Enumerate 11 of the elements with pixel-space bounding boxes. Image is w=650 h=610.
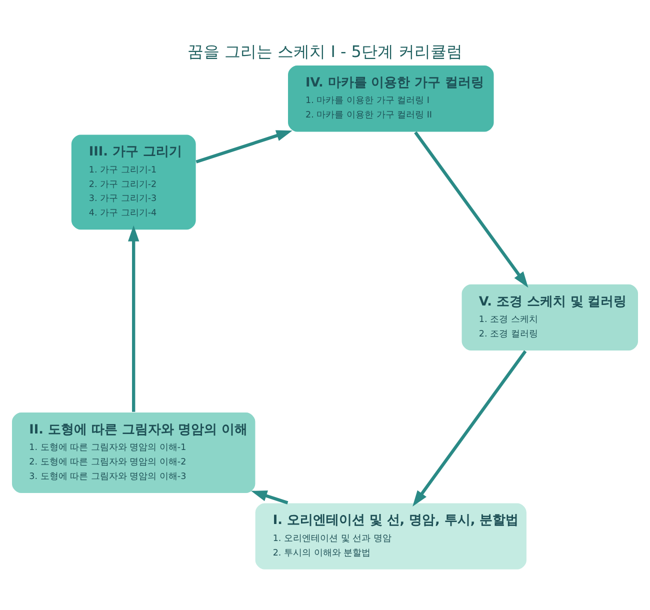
node-box: IV. 마카를 이용한 가구 컬러링 1. 마카를 이용한 가구 컬러링 I 2. 마카를 이용한 가구 컬러링 II: [287, 64, 495, 132]
diagram-title: 꿈을 그리는 스케치 I - 5단계 커리큘럼: [187, 42, 462, 61]
node-box: V. 조경 스케치 및 컬러링 1. 조경 스케치 2. 조경 컬러링: [460, 283, 639, 351]
arrow: [412, 350, 527, 506]
arrow: [414, 130, 528, 288]
arrow: [196, 130, 292, 163]
arrow: [128, 224, 140, 412]
arrow: [251, 490, 288, 504]
node-box: I. 오리엔테이션 및 선, 명암, 투시, 분할법 1. 오리엔테이션 및 선과 명암 2. 투시의 이해와 분할법: [254, 502, 528, 570]
node-box: II. 도형에 따른 그림자와 명암의 이해 1. 도형에 따른 그림자와 명암의 이해-1 2. 도형에 따른 그림자와 명암의 이해-2 3. 도형에 따른 그림자와 명암의 이해-3: [11, 411, 256, 494]
node-box: III. 가구 그리기 1. 가구 그리기-1 2. 가구 그리기-2 3. 가구 그리기-3 4. 가구 그리기-4: [70, 133, 197, 230]
